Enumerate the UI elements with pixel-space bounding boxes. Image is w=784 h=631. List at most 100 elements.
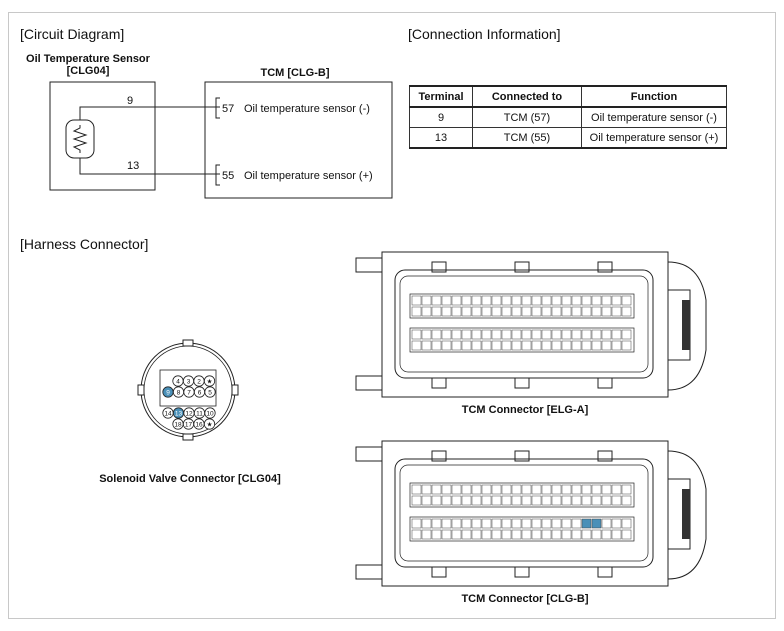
header-function: Function bbox=[581, 85, 727, 108]
tcm-terminal-cell bbox=[501, 295, 512, 306]
tcm-terminal-cell bbox=[561, 306, 572, 317]
tcm-terminal-cell bbox=[521, 329, 532, 340]
tcm-terminal-cell bbox=[611, 495, 622, 506]
wire-top-number: 9 bbox=[127, 95, 134, 107]
cell-connected-to: TCM (55) bbox=[472, 127, 582, 149]
tcm-terminal-cell bbox=[521, 495, 532, 506]
wire-bottom-number: 13 bbox=[127, 160, 140, 172]
tcm-terminal-cell bbox=[501, 329, 512, 340]
tcm-terminal-cell bbox=[551, 329, 562, 340]
tcm-terminal-cell bbox=[531, 484, 542, 495]
tcm-terminal-cell bbox=[421, 329, 432, 340]
tcm-terminal-cell bbox=[611, 518, 622, 529]
tcm-terminal-cell bbox=[491, 329, 502, 340]
tcm-terminal-cell bbox=[571, 295, 582, 306]
tcm-terminal-cell bbox=[611, 340, 622, 351]
tcm-connector-clg-b bbox=[355, 440, 707, 587]
tcm-terminal-cell bbox=[551, 340, 562, 351]
tcm-terminal-cell bbox=[511, 484, 522, 495]
solenoid-pin-label: 5 bbox=[208, 390, 212, 397]
tcm-terminal-cell bbox=[531, 340, 542, 351]
tcm-terminal-cell bbox=[431, 295, 442, 306]
tcm-terminal-cell bbox=[541, 306, 552, 317]
tcm-terminal-cell bbox=[471, 495, 482, 506]
tcm-terminal-cell bbox=[461, 495, 472, 506]
solenoid-pin-label: ★ bbox=[207, 378, 213, 386]
tcm-terminal-cell bbox=[531, 329, 542, 340]
tcm-terminal-cell bbox=[431, 306, 442, 317]
solenoid-pin-label: 16 bbox=[195, 422, 203, 429]
tcm-terminal-cell bbox=[421, 495, 432, 506]
connection-table: Terminal Connected to Function 9 TCM (57… bbox=[409, 85, 727, 149]
tcm-terminal-cell bbox=[411, 495, 422, 506]
tcm-connector-elg-a bbox=[355, 251, 707, 398]
tcm-terminal-cell bbox=[601, 340, 612, 351]
tcm-terminal-cell bbox=[601, 495, 612, 506]
tcm-terminal-cell bbox=[591, 340, 602, 351]
tcm-terminal-cell bbox=[621, 529, 632, 540]
tcm-terminal-cell bbox=[471, 329, 482, 340]
tcm-terminal-cell bbox=[451, 484, 462, 495]
solenoid-pin-label: 7 bbox=[187, 390, 191, 397]
cell-function: Oil temperature sensor (+) bbox=[581, 127, 727, 149]
solenoid-connector-caption: Solenoid Valve Connector [CLG04] bbox=[99, 473, 281, 485]
tcm-terminal-cell bbox=[621, 484, 632, 495]
tcm-terminal-cell bbox=[491, 306, 502, 317]
tcm-pin-55-desc: Oil temperature sensor (+) bbox=[244, 170, 373, 182]
tcm-terminal-cell bbox=[591, 329, 602, 340]
tcm-terminal-cell bbox=[471, 518, 482, 529]
tcm-terminal-cell bbox=[411, 484, 422, 495]
tcm-terminal-cell bbox=[551, 295, 562, 306]
tcm-terminal-cell bbox=[571, 518, 582, 529]
tcm-terminal-cell bbox=[481, 484, 492, 495]
tcm-terminal-cell bbox=[531, 295, 542, 306]
solenoid-pin-label: 6 bbox=[198, 390, 202, 397]
solenoid-pin-label: 9 bbox=[166, 390, 170, 397]
tcm-terminal-cell bbox=[601, 529, 612, 540]
solenoid-pin bbox=[204, 386, 216, 398]
tcm-terminal-cell bbox=[571, 484, 582, 495]
tcm-terminal-cell bbox=[471, 306, 482, 317]
tcm-terminal-cell bbox=[521, 306, 532, 317]
tcm-terminal-cell bbox=[461, 340, 472, 351]
tcm-pin-57-desc: Oil temperature sensor (-) bbox=[244, 103, 370, 115]
table-row: 13 TCM (55) Oil temperature sensor (+) bbox=[409, 127, 727, 149]
tcm-terminal-cell bbox=[501, 484, 512, 495]
header-terminal: Terminal bbox=[409, 85, 473, 108]
tcm-terminal-cell bbox=[431, 495, 442, 506]
pin-bracket-55 bbox=[215, 164, 220, 186]
tcm-terminal-cell bbox=[591, 484, 602, 495]
tcm-terminal-cell bbox=[491, 495, 502, 506]
tcm-terminal-cell bbox=[531, 306, 542, 317]
harness-connector-title: [Harness Connector] bbox=[20, 236, 149, 252]
tcm-terminal-cell bbox=[541, 329, 552, 340]
tcm-terminal-cell bbox=[411, 306, 422, 317]
tcm-terminal-cell bbox=[451, 518, 462, 529]
solenoid-pin-label: 11 bbox=[196, 411, 203, 418]
tcm-terminal-cell bbox=[441, 529, 452, 540]
tcm-terminal-cell bbox=[551, 495, 562, 506]
solenoid-pin-label: 14 bbox=[164, 411, 172, 418]
tcm-terminal-cell bbox=[591, 306, 602, 317]
tcm-terminal-cell bbox=[421, 295, 432, 306]
tcm-terminal-cell bbox=[441, 484, 452, 495]
tcm-terminal-cell bbox=[571, 529, 582, 540]
tcm-terminal-cell bbox=[431, 529, 442, 540]
tcm-terminal-cell bbox=[421, 340, 432, 351]
tcm-terminal-cell bbox=[511, 340, 522, 351]
tcm-terminal-cell bbox=[441, 306, 452, 317]
tcm-terminal-cell bbox=[411, 518, 422, 529]
tcm-terminal-cell bbox=[601, 484, 612, 495]
tcm-terminal-cell bbox=[581, 484, 592, 495]
tcm-terminal-cell bbox=[501, 518, 512, 529]
solenoid-pin-label: 3 bbox=[187, 379, 191, 386]
tcm-terminal-cell bbox=[551, 306, 562, 317]
tcm-terminal-cell bbox=[601, 518, 612, 529]
tcm-terminal-cell bbox=[611, 484, 622, 495]
solenoid-pin-label: 12 bbox=[185, 411, 193, 418]
tcm-clg-b-caption: TCM Connector [CLG-B] bbox=[461, 593, 589, 605]
tcm-terminal-cell bbox=[511, 329, 522, 340]
tcm-terminal-cell bbox=[471, 529, 482, 540]
